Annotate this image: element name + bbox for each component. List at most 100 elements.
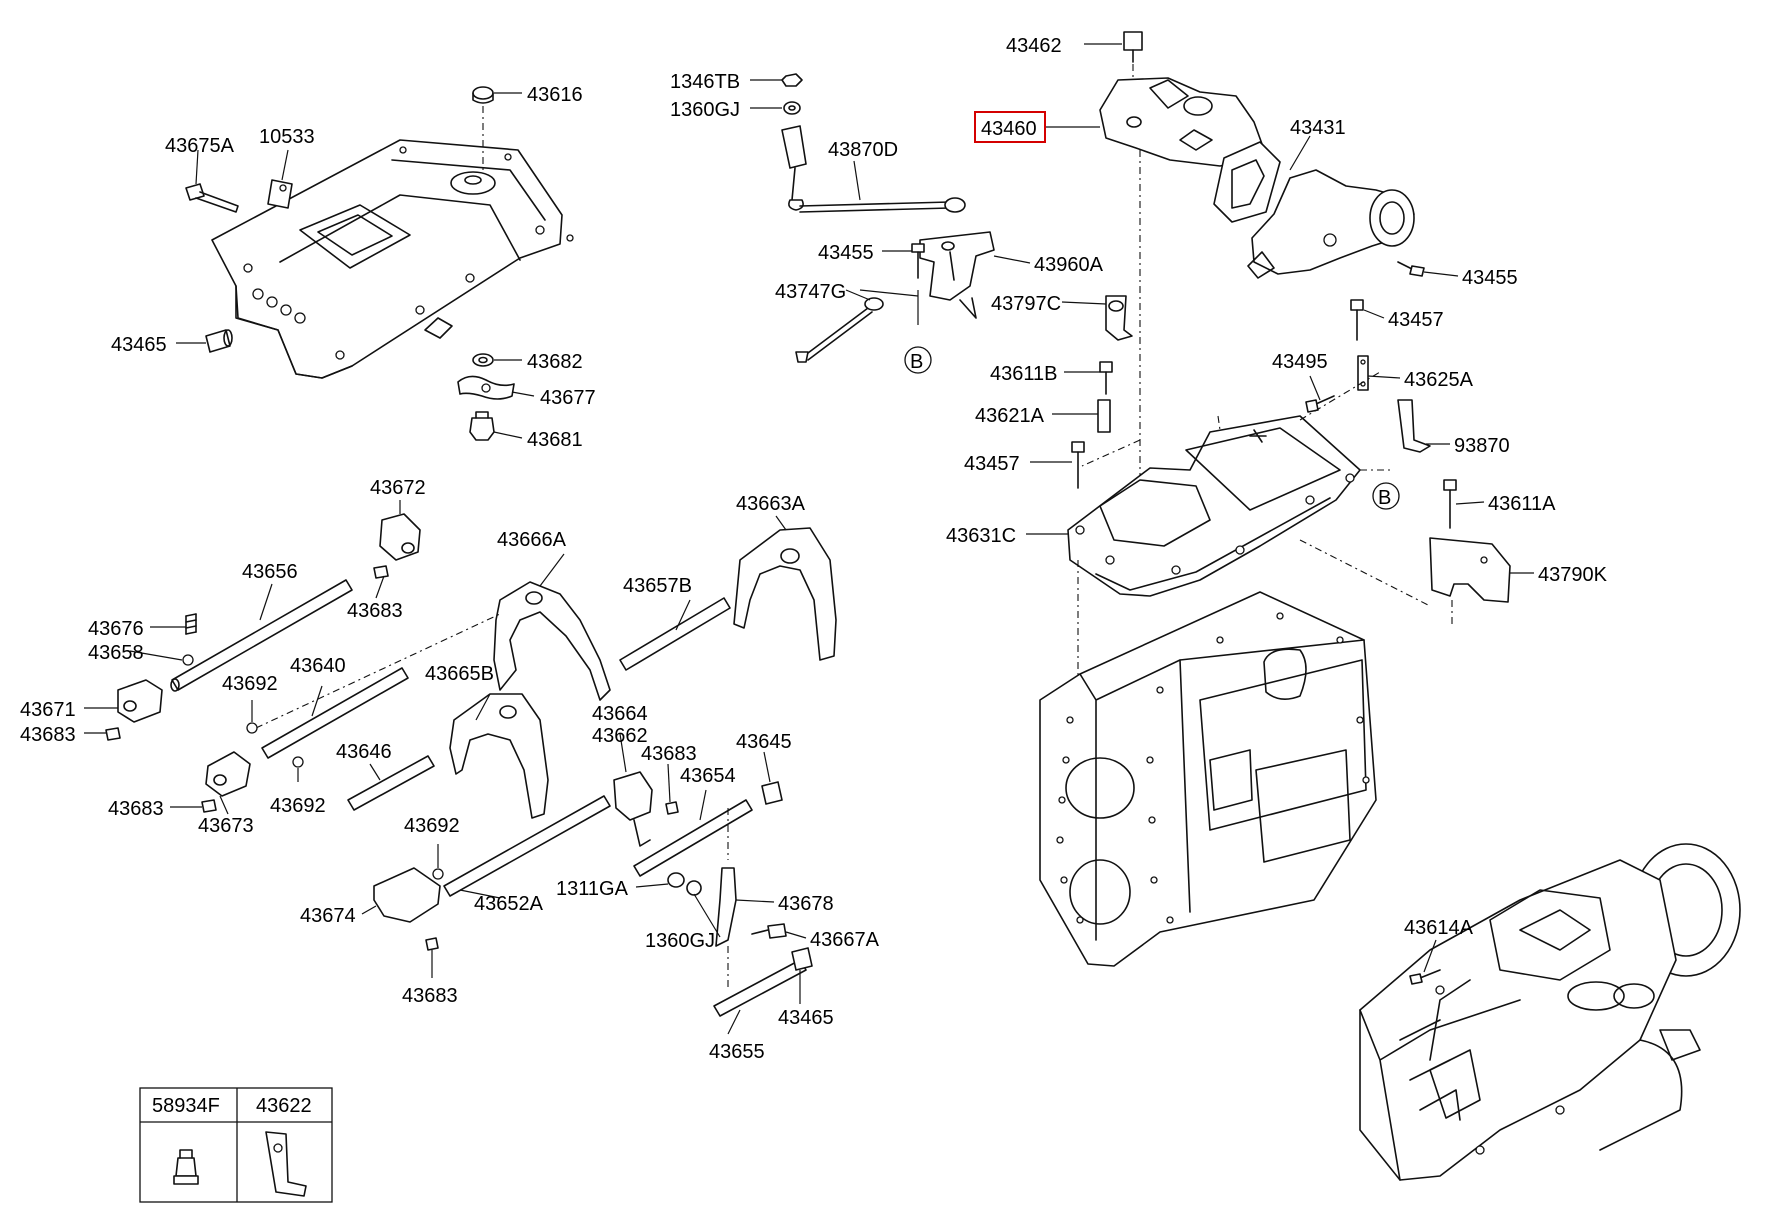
bolt-43455-right-part <box>1397 261 1425 277</box>
label-43664: 43664 <box>592 703 648 725</box>
block-43671-part <box>117 679 163 723</box>
rod-43870d-part <box>781 125 966 213</box>
bolt-43611a-part <box>1443 479 1457 529</box>
label-43646: 43646 <box>336 741 392 763</box>
block-43664-part <box>613 771 653 847</box>
block-43673-part <box>205 751 251 797</box>
plate-10533-part <box>267 179 293 209</box>
label-93870: 93870 <box>1454 435 1510 457</box>
legend-header-58934f: 58934F <box>152 1095 220 1117</box>
bolt-43457-part <box>1350 299 1364 341</box>
sensor-43681-part <box>469 411 495 441</box>
label-43662: 43662 <box>592 725 648 747</box>
screw-43683-a-part <box>105 727 121 741</box>
fork-43665b-part <box>449 693 549 819</box>
label-43673: 43673 <box>198 815 254 837</box>
label-43611a: 43611A <box>1488 493 1556 515</box>
label-43870d: 43870D <box>828 139 898 161</box>
label-43652a: 43652A <box>474 893 544 915</box>
legend-part-43622 <box>265 1131 307 1197</box>
highlight-box <box>974 111 1046 143</box>
label-43465-b: 43465 <box>778 1007 834 1029</box>
bushing-43645-part <box>761 781 783 805</box>
plug-43465-part <box>205 329 233 353</box>
clip-43797c-part <box>1105 295 1133 341</box>
bracket-43621a-part <box>1097 399 1111 433</box>
label-43683-a: 43683 <box>347 600 403 622</box>
label-43692-a: 43692 <box>222 673 278 695</box>
label-43462: 43462 <box>1006 35 1062 57</box>
label-43672: 43672 <box>370 477 426 499</box>
lever-43960a-part <box>919 231 995 319</box>
screw-43683-e-part <box>425 937 439 951</box>
label-43674: 43674 <box>300 905 356 927</box>
label-1346tb: 1346TB <box>670 71 740 93</box>
screw-43683-c-part <box>201 799 217 813</box>
nut-1346tb-part <box>781 73 803 87</box>
label-43431: 43431 <box>1290 117 1346 139</box>
spring-43676-part <box>185 613 197 635</box>
label-43675a: 43675A <box>165 135 235 157</box>
ball-43692-c-part <box>432 868 444 880</box>
rod-43657b-part <box>619 597 731 671</box>
part-labels: 43462 1346TB 1360GJ 43460 43431 43616 10… <box>20 35 1608 1063</box>
callout-b-right: B <box>1378 487 1391 509</box>
label-43692-b: 43692 <box>270 795 326 817</box>
bolt-43462-part <box>1123 31 1143 63</box>
label-43465: 43465 <box>111 334 167 356</box>
bolt-43495-part <box>1305 395 1335 413</box>
nut-1311ga-part <box>667 872 685 888</box>
legend-table: 58934F 43622 <box>139 1087 333 1203</box>
rod-43747g-part <box>795 297 884 363</box>
lever-43678-part <box>715 867 737 947</box>
label-43645: 43645 <box>736 731 792 753</box>
fork-43663a-part <box>733 527 837 661</box>
ball-43692-b-part <box>292 756 304 768</box>
washer-1360gj-part <box>783 101 801 115</box>
label-43682: 43682 <box>527 351 583 373</box>
label-43611b: 43611B <box>990 363 1057 385</box>
label-43654: 43654 <box>680 765 736 787</box>
bolt-43675a-part <box>185 183 239 213</box>
label-43667a: 43667A <box>810 929 880 951</box>
label-43655: 43655 <box>709 1041 765 1063</box>
rod-43646-part <box>347 755 435 811</box>
bushing-43465-b-part <box>791 947 813 971</box>
rod-43655-part <box>713 959 807 1017</box>
label-43457-b: 43457 <box>964 453 1020 475</box>
label-43797c: 43797C <box>991 293 1061 315</box>
cover-43631c-part <box>1067 415 1361 597</box>
label-43631c: 43631C <box>946 525 1016 547</box>
label-43455: 43455 <box>818 242 874 264</box>
ball-43658-part <box>182 654 194 666</box>
legend-part-58934f <box>173 1149 199 1185</box>
label-43455-right: 43455 <box>1462 267 1518 289</box>
label-43790k: 43790K <box>1538 564 1608 586</box>
label-43658: 43658 <box>88 642 144 664</box>
screw-43683-d-part <box>665 801 679 815</box>
label-1360gj: 1360GJ <box>670 99 740 121</box>
label-43960a: 43960A <box>1034 254 1104 276</box>
label-43683-b: 43683 <box>20 724 76 746</box>
label-43747g: 43747G <box>775 281 846 303</box>
label-43663a: 43663A <box>736 493 806 515</box>
label-43671: 43671 <box>20 699 76 721</box>
label-43692-c: 43692 <box>404 815 460 837</box>
rod-43652a-part <box>443 795 611 897</box>
label-43616: 43616 <box>527 84 583 106</box>
label-43665b: 43665B <box>425 663 494 685</box>
housing-43431-part <box>1213 141 1415 279</box>
rod-43656-part <box>170 579 353 692</box>
label-43683-c: 43683 <box>641 743 697 765</box>
label-43657b: 43657B <box>623 575 692 597</box>
label-43681: 43681 <box>527 429 583 451</box>
leader-lines <box>84 43 1534 1035</box>
label-43677: 43677 <box>540 387 596 409</box>
bolt-43457-b-part <box>1071 441 1085 489</box>
label-43621a: 43621A <box>975 405 1045 427</box>
label-43683-d: 43683 <box>108 798 164 820</box>
transmission-assembly-part <box>1359 843 1741 1181</box>
cap-43616-part <box>472 86 494 104</box>
label-43625a: 43625A <box>1404 369 1474 391</box>
bolt-43611b-part <box>1099 361 1113 395</box>
